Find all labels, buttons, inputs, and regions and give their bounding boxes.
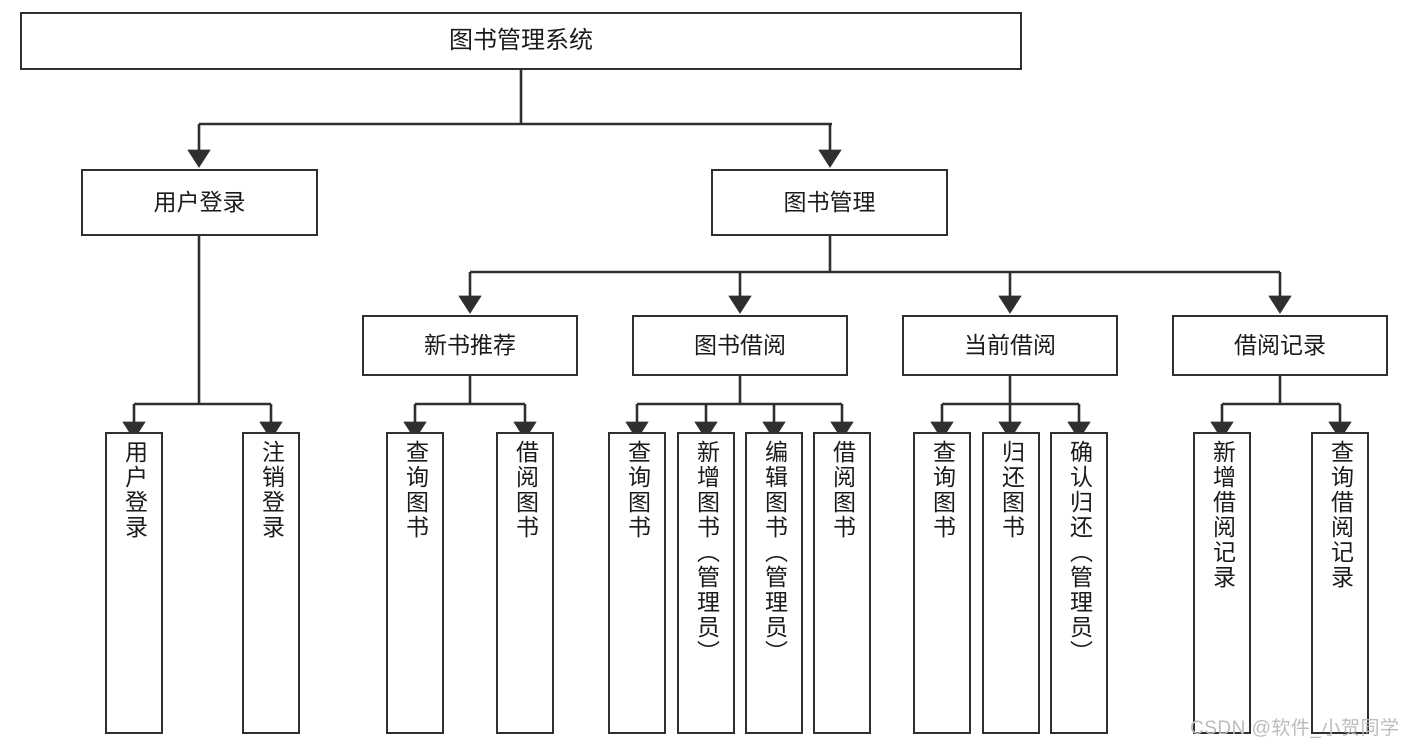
node-label: 归还图书 [998,440,1025,540]
csdn-watermark: CSDN @软件_小贺同学 [1190,718,1400,739]
leaf-new-book-query[interactable]: 查询图书 [386,432,444,734]
node-label: 借阅图书 [512,440,539,540]
leaf-records-query[interactable]: 查询借阅记录 [1311,432,1369,734]
leaf-records-add[interactable]: 新增借阅记录 [1193,432,1251,734]
node-label: 图书管理 [783,188,876,215]
node-label: 图书管理系统 [449,26,593,54]
node-borrow-records[interactable]: 借阅记录 [1172,315,1388,376]
node-label: 图书借阅 [694,331,786,358]
node-label: 查询图书 [624,440,651,540]
leaf-current-borrow-query[interactable]: 查询图书 [913,432,971,734]
node-label: 编辑图书（管理员） [761,440,788,665]
node-label: 新书推荐 [424,331,516,358]
node-new-book-recommend[interactable]: 新书推荐 [362,315,578,376]
node-label: 当前借阅 [964,331,1056,358]
node-label: 新增图书（管理员） [693,440,720,665]
leaf-current-borrow-confirm-return[interactable]: 确认归还（管理员） [1050,432,1108,734]
node-user-login[interactable]: 用户登录 [81,169,318,236]
leaf-current-borrow-return[interactable]: 归还图书 [982,432,1040,734]
leaf-user-login-logout[interactable]: 注销登录 [242,432,300,734]
leaf-book-borrow-add[interactable]: 新增图书（管理员） [677,432,735,734]
leaf-book-borrow-edit[interactable]: 编辑图书（管理员） [745,432,803,734]
leaf-book-borrow-query[interactable]: 查询图书 [608,432,666,734]
node-label: 查询图书 [929,440,956,540]
node-root-book-management-system[interactable]: 图书管理系统 [20,12,1022,70]
node-label: 确认归还（管理员） [1066,440,1093,665]
node-label: 借阅记录 [1234,331,1326,358]
node-label: 新增借阅记录 [1209,440,1236,590]
node-label: 用户登录 [153,188,246,215]
node-label: 借阅图书 [829,440,856,540]
leaf-new-book-borrow[interactable]: 借阅图书 [496,432,554,734]
node-label: 用户登录 [121,440,148,540]
node-label: 注销登录 [258,440,285,540]
node-label: 查询图书 [402,440,429,540]
node-label: 查询借阅记录 [1327,440,1354,590]
leaf-book-borrow-borrow[interactable]: 借阅图书 [813,432,871,734]
node-book-management[interactable]: 图书管理 [711,169,948,236]
node-book-borrow[interactable]: 图书借阅 [632,315,848,376]
leaf-user-login-login[interactable]: 用户登录 [105,432,163,734]
node-current-borrow[interactable]: 当前借阅 [902,315,1118,376]
